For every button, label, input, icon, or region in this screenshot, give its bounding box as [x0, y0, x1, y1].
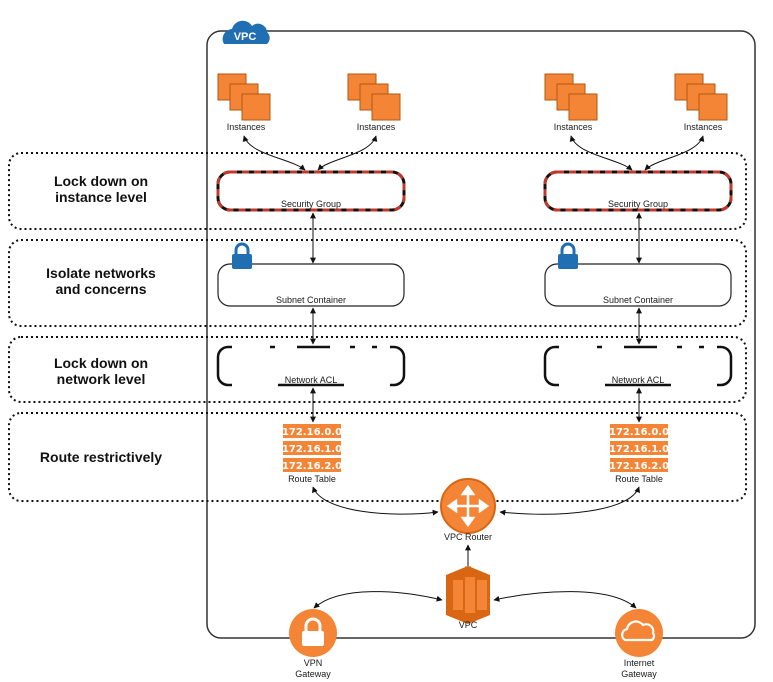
vpn-gateway-icon [289, 609, 337, 657]
network-acl-label: Network ACL [285, 375, 338, 385]
connector [644, 135, 705, 171]
route-table-label: Route Table [288, 474, 336, 484]
connector [499, 486, 640, 516]
route-table-label: Route Table [615, 474, 663, 484]
network-acl-shape [216, 345, 406, 387]
vpc-icon [446, 566, 490, 624]
subnet-container-box [217, 263, 405, 307]
instances-icon [347, 73, 401, 121]
instances-icon [217, 73, 271, 121]
zone-1-title-line2: instance level [55, 189, 147, 205]
route-entry: 172.16.2.0 [609, 461, 669, 472]
connector [569, 135, 633, 171]
internet-gateway-label-line1: Internet [624, 658, 655, 668]
connector [317, 135, 378, 171]
security-group-label: Security Group [281, 199, 341, 209]
connector [312, 486, 439, 516]
route-entry: 172.16.0.0 [282, 427, 342, 438]
subnet-container-label: Subnet Container [276, 295, 346, 305]
vpc-router-icon [440, 478, 496, 534]
route-table [610, 424, 668, 472]
vpn-gateway-label-line1: VPN [304, 658, 323, 668]
connector [493, 591, 637, 609]
instances-icon [544, 73, 598, 121]
zone-1-title-line1: Lock down on [54, 173, 148, 189]
connector [313, 591, 443, 609]
security-group-box [543, 170, 733, 212]
zone-2-title-line2: and concerns [55, 281, 146, 297]
internet-gateway-icon [615, 609, 663, 657]
vpc-cloud-icon: VPC [222, 20, 270, 44]
route-table [283, 424, 341, 472]
instances-label: Instances [684, 122, 723, 132]
internet-gateway-label-line2: Gateway [621, 669, 657, 679]
zone-network-level [8, 336, 747, 403]
zone-2-title-line1: Isolate networks [46, 265, 156, 281]
security-group-box [216, 170, 406, 212]
vpc-badge-label: VPC [234, 31, 257, 43]
network-acl-label: Network ACL [612, 375, 665, 385]
route-entry: 172.16.2.0 [282, 461, 342, 472]
lock-icon [558, 242, 578, 269]
vpc-container [206, 30, 756, 639]
route-entry: 172.16.1.0 [282, 444, 342, 455]
route-entry: 172.16.0.0 [609, 427, 669, 438]
instances-icon [674, 73, 728, 121]
zone-instance-level [8, 152, 747, 230]
zone-3-title-line1: Lock down on [54, 355, 148, 371]
instances-label: Instances [554, 122, 593, 132]
subnet-container-box [544, 263, 732, 307]
zone-3-title-line2: network level [57, 371, 146, 387]
vpn-gateway-label-line2: Gateway [295, 669, 331, 679]
network-acl-shape [543, 345, 733, 387]
instances-label: Instances [227, 122, 266, 132]
vpc-router-label: VPC Router [444, 532, 492, 542]
connector [242, 135, 306, 171]
zone-4-title: Route restrictively [40, 449, 162, 465]
security-group-label: Security Group [608, 199, 668, 209]
zone-isolate-networks [8, 239, 747, 327]
instances-label: Instances [357, 122, 396, 132]
vpc-label: VPC [459, 620, 478, 630]
route-entry: 172.16.1.0 [609, 444, 669, 455]
lock-icon [232, 242, 252, 269]
subnet-container-label: Subnet Container [603, 295, 673, 305]
